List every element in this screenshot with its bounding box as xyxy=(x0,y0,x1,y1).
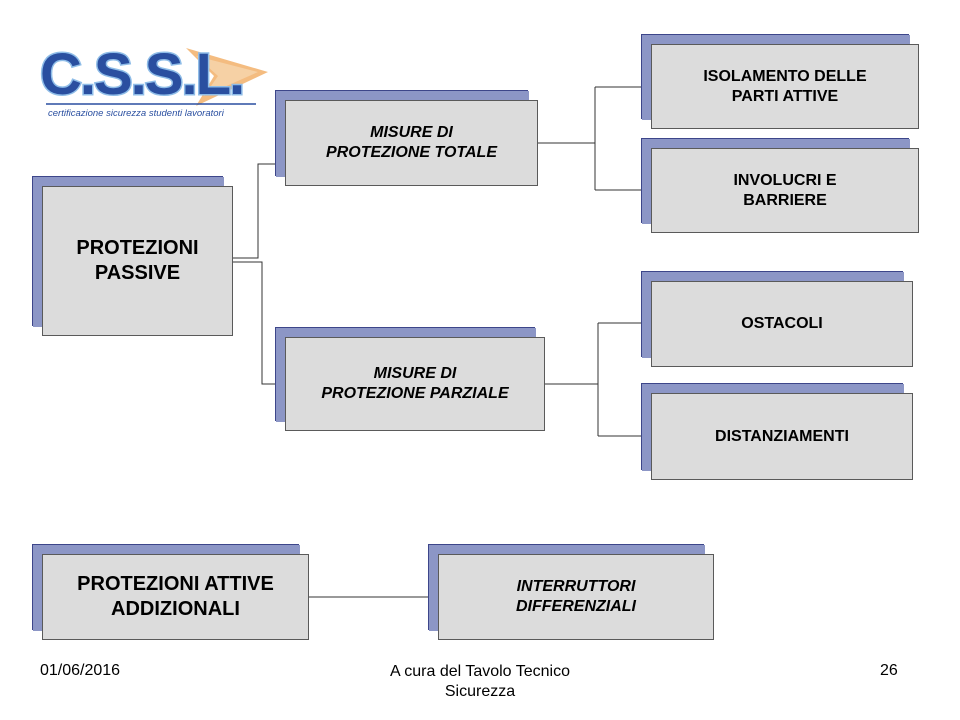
box-ostacoli: OSTACOLI xyxy=(651,281,913,367)
connector-passive-total xyxy=(233,163,285,259)
box-isolamento-parti-attive: ISOLAMENTO DELLE PARTI ATTIVE xyxy=(651,44,919,129)
box-protezioni-passive: PROTEZIONI PASSIVE xyxy=(42,186,233,336)
box-protezioni-attive-addizionali: PROTEZIONI ATTIVE ADDIZIONALI xyxy=(42,554,309,640)
footer-credit: A cura del Tavolo Tecnico Sicurezza xyxy=(390,663,570,700)
box-distanziamenti: DISTANZIAMENTI xyxy=(651,393,913,480)
connector-passive-partial xyxy=(233,261,285,385)
cssl-logo: C.S.S.L. certificazione sicurezza studen… xyxy=(39,41,268,119)
box-misure-protezione-totale: MISURE DI PROTEZIONE TOTALE xyxy=(285,100,538,186)
logo-tagline: certificazione sicurezza studenti lavora… xyxy=(48,108,225,119)
box-involucri-barriere: INVOLUCRI E BARRIERE xyxy=(651,148,919,233)
logo-text: C.S.S.L. xyxy=(40,42,243,107)
box-interruttori-differenziali: INTERRUTTORI DIFFERENZIALI xyxy=(438,554,714,640)
page-number: 26 xyxy=(880,662,898,679)
footer-date: 01/06/2016 xyxy=(40,662,121,679)
box-misure-protezione-parziale: MISURE DI PROTEZIONE PARZIALE xyxy=(285,337,545,431)
